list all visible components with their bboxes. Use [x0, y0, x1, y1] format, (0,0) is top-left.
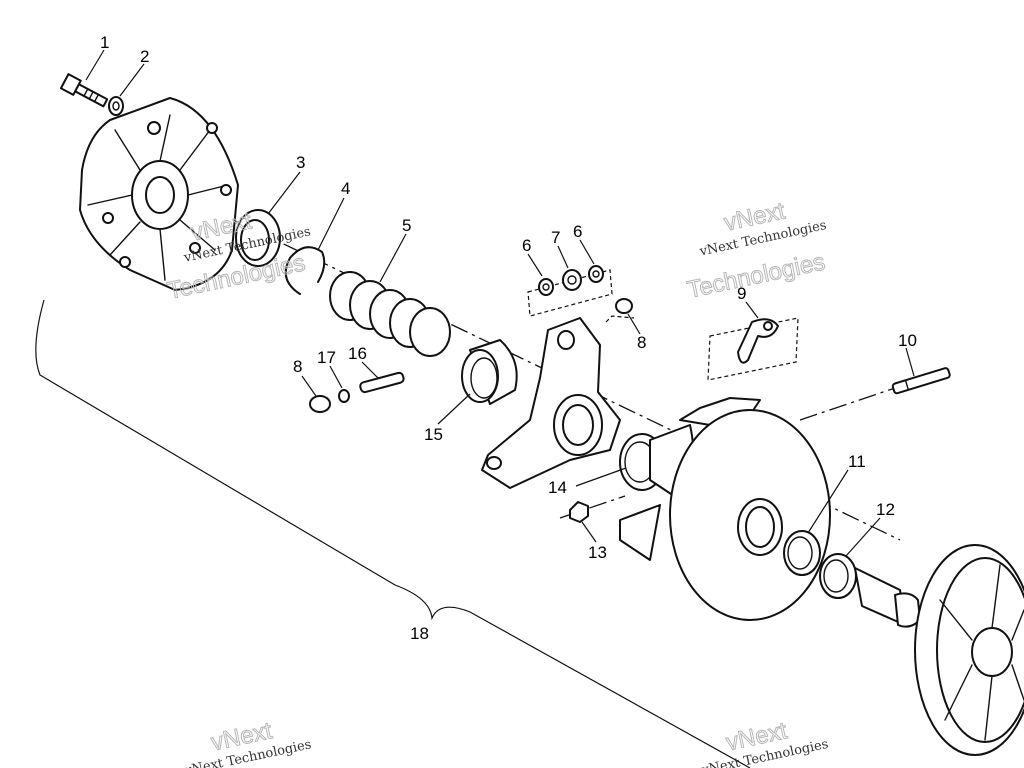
- callout-4: 4: [341, 179, 350, 198]
- leader-5: [379, 233, 407, 283]
- button-box: [605, 315, 635, 323]
- watermark-2: vNext vNext Technologies Technologies: [684, 197, 828, 304]
- leader-14: [575, 467, 627, 487]
- cover-bushing: [235, 209, 281, 267]
- washer: [108, 96, 124, 116]
- bolt: [59, 73, 109, 108]
- callout-18: 18: [410, 624, 429, 643]
- lock-nut: [569, 501, 589, 523]
- weight-pin: [891, 367, 951, 395]
- callout-2: 2: [140, 47, 149, 66]
- callout-8-lower: 8: [293, 357, 302, 376]
- leader-9: [745, 301, 759, 319]
- callout-10: 10: [898, 331, 917, 350]
- callout-3: 3: [296, 153, 305, 172]
- callout-1: 1: [100, 33, 109, 52]
- leader-10: [905, 347, 915, 377]
- callout-14: 14: [548, 478, 567, 497]
- leader-6a: [527, 253, 543, 277]
- leader-13: [581, 521, 597, 543]
- callout-11: 11: [848, 452, 866, 471]
- moveable-sheave: [619, 397, 831, 621]
- leader-8-lower: [301, 375, 317, 397]
- sheave-bushing: [783, 530, 821, 576]
- roller-washer-right: [588, 265, 604, 283]
- callout-6b: 6: [573, 222, 582, 241]
- pin-axis: [799, 387, 896, 421]
- small-washer: [338, 389, 350, 403]
- assembly-bracket: [35, 299, 751, 768]
- leader-15: [437, 393, 471, 425]
- roller-group-box: [527, 269, 613, 317]
- callout-17: 17: [317, 348, 336, 367]
- roller-washer-left: [538, 278, 554, 296]
- callout-9: 9: [737, 284, 746, 303]
- leader-7: [557, 245, 569, 269]
- watermark-3: vNext vNext Technologies: [182, 717, 312, 768]
- callout-13: 13: [588, 543, 607, 562]
- roller: [562, 269, 582, 291]
- clutch-cover: [79, 97, 239, 291]
- spacer-ring: [819, 553, 857, 599]
- spider-bearing: [461, 339, 518, 405]
- callout-15: 15: [424, 425, 443, 444]
- weight-hole: [763, 321, 773, 331]
- spring: [329, 271, 451, 357]
- roller-pin: [359, 371, 405, 394]
- callout-12: 12: [876, 500, 895, 519]
- watermark-4: vNext vNext Technologies: [699, 717, 829, 768]
- snap-ring: [284, 246, 326, 295]
- callout-8-upper: 8: [637, 333, 646, 352]
- leader-3: [267, 171, 301, 215]
- leader-8-upper: [627, 313, 641, 335]
- stationary-sheave: [854, 544, 1024, 756]
- callout-7: 7: [551, 228, 560, 247]
- callout-16: 16: [348, 344, 367, 363]
- leader-4: [317, 197, 345, 251]
- leader-11: [807, 469, 849, 534]
- leader-6b: [579, 239, 595, 265]
- leader-16: [361, 361, 379, 379]
- leader-1: [85, 49, 105, 81]
- leader-2: [119, 63, 145, 97]
- leader-12: [845, 517, 881, 557]
- callout-5: 5: [402, 216, 411, 235]
- roller-button-upper: [615, 298, 633, 314]
- callout-6a: 6: [522, 236, 531, 255]
- leader-17: [329, 365, 343, 389]
- roller-button-lower: [309, 395, 331, 413]
- spider: [481, 317, 621, 489]
